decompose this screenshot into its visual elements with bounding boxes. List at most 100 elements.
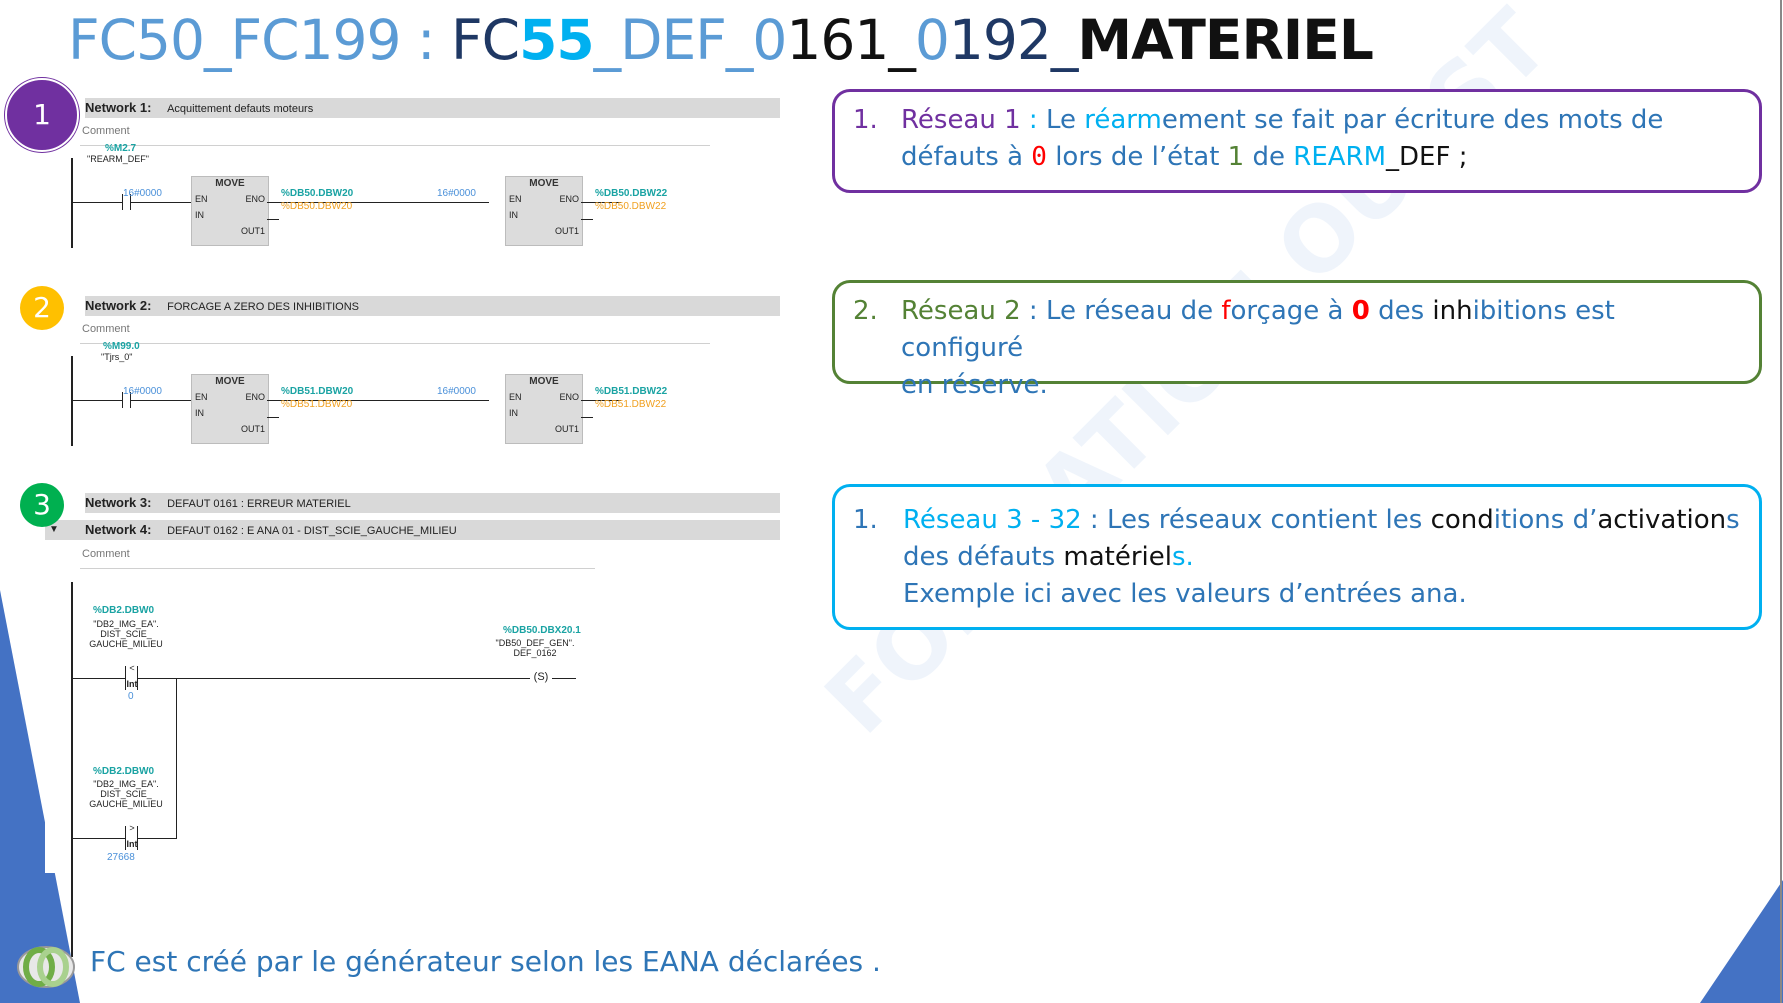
n2-contact-name: "Tjrs_0" xyxy=(101,352,133,362)
cmp1-right[interactable] xyxy=(137,666,138,690)
cmp2-type: Int xyxy=(126,839,138,849)
coil-symbol: S xyxy=(537,671,545,683)
network-2-desc: FORCAGE A ZERO DES INHIBITIONS xyxy=(167,301,360,313)
collapse-arrow-icon[interactable]: ▼ xyxy=(49,524,59,535)
n1-b1-in-val: 16#0000 xyxy=(123,188,162,199)
n3t-j: Exemple ici avec les valeurs d’entrées a… xyxy=(903,579,1467,609)
contact-right[interactable] xyxy=(130,392,131,408)
wire xyxy=(267,417,279,418)
network-3-header[interactable]: Network 3: DEFAUT 0161 : ERREUR MATERIEL xyxy=(85,493,780,513)
n3t-e: activation xyxy=(1597,505,1727,535)
n3t-c: cond xyxy=(1430,505,1494,535)
network-4-comment[interactable]: Comment xyxy=(82,548,130,560)
n2t-a: Réseau 2 xyxy=(901,296,1021,326)
n2-b1-in-val: 16#0000 xyxy=(123,386,162,397)
n1-move-block-1[interactable]: MOVE EN ENO IN OUT1 xyxy=(191,176,269,246)
n2t-f: des xyxy=(1369,296,1433,326)
cmp1-name1: "DB2_IMG_EA". xyxy=(93,619,159,629)
network-1-comment[interactable]: Comment xyxy=(82,125,130,137)
n3t-g: des défauts xyxy=(903,542,1064,572)
wire xyxy=(581,219,593,220)
note-3-number: 1. xyxy=(853,505,878,535)
n3t-h: matériel xyxy=(1063,542,1172,572)
n1t-k: REARM xyxy=(1293,142,1387,172)
network-1-header[interactable]: Network 1: Acquittement defauts moteurs xyxy=(85,98,780,118)
block-out: OUT1 xyxy=(554,424,579,434)
n3t-d: itions d’ xyxy=(1493,505,1598,535)
block-en: EN xyxy=(195,392,208,402)
n1t-d: réarm xyxy=(1084,105,1162,135)
n2t-e: 0 xyxy=(1351,296,1370,326)
network-4-label: Network 4: xyxy=(85,522,152,537)
contact-left xyxy=(122,194,123,210)
n1t-e: ement se fait par écriture des mots de xyxy=(1161,105,1664,135)
n2t-d: orçage à xyxy=(1230,296,1352,326)
coil-set[interactable]: (S) xyxy=(530,668,552,686)
title-def: _DEF_0 xyxy=(593,8,788,72)
network-3-desc: DEFAUT 0161 : ERREUR MATERIEL xyxy=(167,498,351,510)
note-box-2: 2. Réseau 2 : Le réseau de forçage à 0 d… xyxy=(832,280,1762,400)
block-eno: ENO xyxy=(245,392,265,402)
wire xyxy=(72,838,125,839)
note-3-text: Réseau 3 - 32 : Les réseaux contient les… xyxy=(903,502,1741,613)
n2-b2-in-val: 16#0000 xyxy=(437,386,476,397)
n2t-i: en réserve. xyxy=(901,370,1048,400)
note-2-number: 2. xyxy=(853,296,878,326)
cmp2-val: 27668 xyxy=(107,852,135,863)
contact-right[interactable] xyxy=(130,194,131,210)
n2-move-block-1[interactable]: MOVE EN ENO IN OUT1 xyxy=(191,374,269,444)
contact-left xyxy=(122,392,123,408)
title-prefix: FC50_FC199 : xyxy=(68,8,436,72)
cmp1-name: "DB2_IMG_EA". DIST_SCIE_ GAUCHE_MILIEU xyxy=(73,619,179,649)
n2-b2-out-addr: %DB51.DBW22 xyxy=(595,386,668,397)
wire xyxy=(131,202,213,203)
n1-b2-out-addr: %DB50.DBW22 xyxy=(595,188,668,199)
wire xyxy=(267,202,489,203)
wire xyxy=(131,400,213,401)
title-materiel: MATERIEL xyxy=(1077,8,1374,72)
n2-move-block-2[interactable]: MOVE EN ENO IN OUT1 xyxy=(505,374,583,444)
logo-icon xyxy=(17,946,75,988)
n3t-b: : Les réseaux contient les xyxy=(1081,505,1431,535)
n1t-c: Le xyxy=(1045,105,1085,135)
right-triangle-shape xyxy=(1700,880,1783,1003)
block-in: IN xyxy=(509,210,518,220)
cmp1-name3: GAUCHE_MILIEU xyxy=(89,639,163,649)
n1-move-block-2[interactable]: MOVE EN ENO IN OUT1 xyxy=(505,176,583,246)
n3t-a: Réseau 3 - 32 xyxy=(903,505,1082,535)
network-2-comment[interactable]: Comment xyxy=(82,323,130,335)
cmp2-addr: %DB2.DBW0 xyxy=(93,766,155,777)
wire xyxy=(138,678,568,679)
network-2-header[interactable]: Network 2: FORCAGE A ZERO DES INHIBITION… xyxy=(85,296,780,316)
block-eno: ENO xyxy=(245,194,265,204)
network-4-header[interactable]: ▼ Network 4: DEFAUT 0162 : E ANA 01 - DI… xyxy=(45,520,780,540)
comment-underline xyxy=(80,568,595,569)
block-out: OUT1 xyxy=(240,226,265,236)
cmp1-op: < xyxy=(129,663,135,673)
wire xyxy=(552,678,576,679)
block-title: MOVE xyxy=(529,376,559,387)
network-3-label: Network 3: xyxy=(85,495,152,510)
coil-name1: "DB50_DEF_GEN". xyxy=(495,638,575,648)
title-fc: FC xyxy=(451,8,520,72)
n1t-g: 0 xyxy=(1031,142,1047,172)
block-in: IN xyxy=(509,408,518,418)
network-2-label: Network 2: xyxy=(85,298,152,313)
power-rail xyxy=(71,158,73,248)
n2t-c: f xyxy=(1221,296,1231,326)
cmp1-type: Int xyxy=(126,679,138,689)
left-triangle-shape xyxy=(0,590,80,1003)
coil-addr: %DB50.DBX20.1 xyxy=(503,625,581,636)
note-1-number: 1. xyxy=(853,105,878,135)
cmp2-right[interactable] xyxy=(137,826,138,850)
n1-contact-addr: %M2.7 xyxy=(105,143,137,154)
footer-text: FC est créé par le générateur selon les … xyxy=(90,945,881,978)
n2-contact-addr: %M99.0 xyxy=(103,341,140,352)
wire xyxy=(138,838,177,839)
n1t-i: 1 xyxy=(1227,142,1245,172)
block-in: IN xyxy=(195,408,204,418)
block-eno: ENO xyxy=(559,194,579,204)
cmp2-name3: GAUCHE_MILIEU xyxy=(89,799,163,809)
n2t-g: inh xyxy=(1432,296,1473,326)
cmp2-name2: DIST_SCIE_ xyxy=(100,789,152,799)
